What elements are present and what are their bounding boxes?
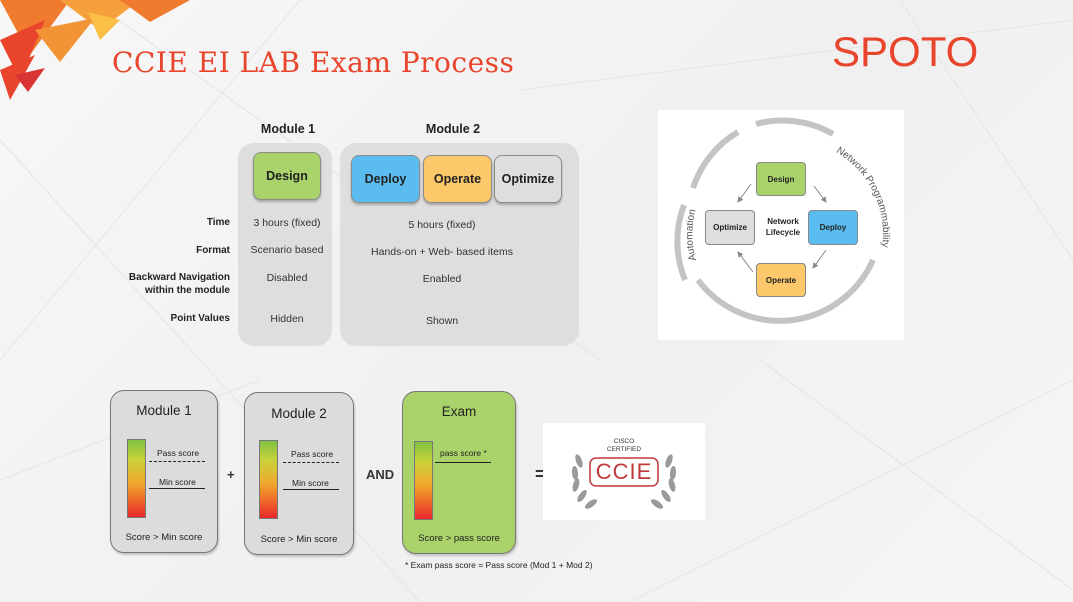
- lifecycle-deploy-box: Deploy: [808, 210, 858, 245]
- pass-score-label: Pass score: [157, 448, 200, 458]
- module1-time: 3 hours (fixed): [253, 217, 321, 229]
- cert-line: CERTIFIED: [606, 446, 642, 453]
- score-gradient-bar: [127, 439, 146, 518]
- slide-title: CCIE EI LAB Exam Process: [112, 46, 515, 79]
- automation-arc-text: Automation: [684, 208, 699, 262]
- score-card-footer: Score > pass score: [418, 533, 500, 544]
- row-label-format: Format: [196, 245, 230, 256]
- cisco-certified-text: CISCO CERTIFIED: [543, 438, 705, 454]
- row-label-point-values: Point Values: [170, 313, 230, 324]
- plus-operator: +: [227, 467, 235, 482]
- lifecycle-center-line: Lifecycle: [765, 228, 801, 237]
- module1-format: Scenario based: [250, 244, 324, 256]
- optimize-phase-box: Optimize: [494, 155, 562, 203]
- row-label-backward-navigation: Backward Navigation within the module: [110, 271, 230, 297]
- ccie-certified-logo: CISCO CERTIFIED CCIE: [543, 423, 705, 520]
- network-lifecycle-diagram: Automation Network Programmability Desig…: [658, 110, 904, 340]
- design-phase-box: Design: [253, 152, 321, 200]
- brand-logo: SPOTO: [832, 28, 979, 75]
- module2-point-values: Shown: [425, 315, 459, 327]
- min-score-label: Min score: [292, 478, 329, 488]
- row-label-time: Time: [206, 217, 230, 228]
- score-gradient-bar: [259, 440, 278, 519]
- ccie-name-text: CCIE: [595, 459, 653, 484]
- module1-navigation: Disabled: [266, 272, 308, 284]
- min-score-line: [149, 488, 205, 489]
- module1-header: Module 1: [260, 122, 316, 136]
- lifecycle-ring: Automation Network Programmability: [674, 117, 891, 324]
- cert-line: CISCO: [613, 438, 635, 445]
- exam-pass-score-label: pass score *: [440, 448, 487, 458]
- pass-score-line: [283, 462, 339, 463]
- module1-score-card: Module 1 Pass score Min score Score > Mi…: [110, 390, 218, 553]
- score-card-title: Module 1: [136, 403, 192, 418]
- automation-arc-label: Automation: [684, 208, 699, 262]
- score-card-title: Module 2: [271, 406, 327, 421]
- exam-pass-footnote: * Exam pass score = Pass score (Mod 1 + …: [405, 560, 593, 570]
- lifecycle-center-line: Network: [767, 217, 799, 226]
- score-card-footer: Score > Min score: [125, 532, 203, 543]
- module1-point-values: Hidden: [270, 313, 304, 325]
- lifecycle-operate-box: Operate: [756, 263, 806, 297]
- module2-format: Hands-on + Web- based items: [371, 246, 513, 258]
- corner-triangles-decoration: [0, 0, 190, 100]
- lifecycle-optimize-box: Optimize: [705, 210, 755, 245]
- row-label-line: within the module: [145, 285, 230, 296]
- equals-operator: =: [535, 464, 546, 484]
- module2-time: 5 hours (fixed): [408, 219, 476, 231]
- exam-pass-score-line: [435, 462, 491, 463]
- laurel-wreath-icon: [571, 454, 677, 509]
- lifecycle-center-label: Network Lifecycle: [756, 216, 810, 238]
- module2-score-card: Module 2 Pass score Min score Score > Mi…: [244, 392, 354, 555]
- row-label-line: Backward Navigation: [128, 272, 230, 283]
- module2-header: Module 2: [425, 122, 481, 136]
- operate-phase-box: Operate: [423, 155, 492, 203]
- pass-score-line: [149, 461, 205, 462]
- min-score-label: Min score: [159, 477, 196, 487]
- module2-navigation: Enabled: [422, 273, 462, 285]
- score-card-footer: Score > Min score: [260, 534, 338, 545]
- min-score-line: [283, 489, 339, 490]
- exam-score-card: Exam pass score * Score > pass score: [402, 391, 516, 554]
- and-operator: AND: [366, 467, 395, 482]
- score-gradient-bar: [414, 441, 433, 520]
- pass-score-label: Pass score: [291, 449, 334, 459]
- lifecycle-design-box: Design: [756, 162, 806, 196]
- deploy-phase-box: Deploy: [351, 155, 420, 203]
- score-card-title: Exam: [441, 404, 477, 419]
